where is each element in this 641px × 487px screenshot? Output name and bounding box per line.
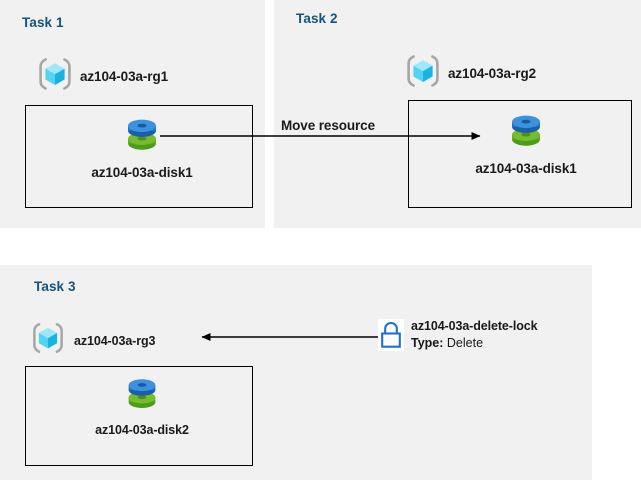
resource-group-icon (404, 52, 442, 95)
disk-icon (121, 372, 163, 419)
lock-text-block: az104-03a-delete-lock Type: Delete (411, 318, 538, 352)
resource-group-icon (30, 320, 66, 361)
resource-group-label-task2: az104-03a-rg2 (448, 66, 537, 81)
lock-type-line: Type: Delete (411, 335, 537, 352)
resource-node-task3: az104-03a-disk2 (78, 372, 206, 437)
resource-group-row-task1: az104-03a-rg1 (36, 55, 168, 98)
resource-group-label-task1: az104-03a-rg1 (80, 69, 169, 84)
task-title-task1: Task 1 (22, 15, 64, 30)
connector-label-move-resource: Move resource (281, 118, 375, 133)
resource-label-task3: az104-03a-disk2 (95, 423, 189, 437)
disk-icon (120, 112, 164, 161)
lock-type-value-text: Delete (446, 335, 484, 350)
task-title-task2: Task 2 (296, 11, 338, 26)
lock-name: az104-03a-delete-lock (411, 319, 538, 333)
lock-icon (378, 319, 404, 356)
task-title-task3: Task 3 (34, 279, 76, 294)
resource-group-row-task3: az104-03a-rg3 (30, 320, 155, 361)
lock-annotation: az104-03a-delete-lock Type: Delete (378, 318, 538, 356)
resource-group-icon (36, 55, 74, 98)
connector-move-resource-arrow (160, 132, 481, 140)
resource-node-task1: az104-03a-disk1 (78, 112, 206, 180)
resource-label-task2: az104-03a-disk1 (475, 161, 577, 176)
disk-icon (504, 108, 548, 157)
resource-group-row-task2: az104-03a-rg2 (404, 52, 536, 95)
lock-type-key: Type: (411, 335, 444, 350)
resource-node-task2: az104-03a-disk1 (462, 108, 590, 176)
resource-label-task1: az104-03a-disk1 (91, 165, 193, 180)
connector-lock-arrow (201, 333, 378, 341)
resource-group-label-task3: az104-03a-rg3 (74, 333, 156, 348)
